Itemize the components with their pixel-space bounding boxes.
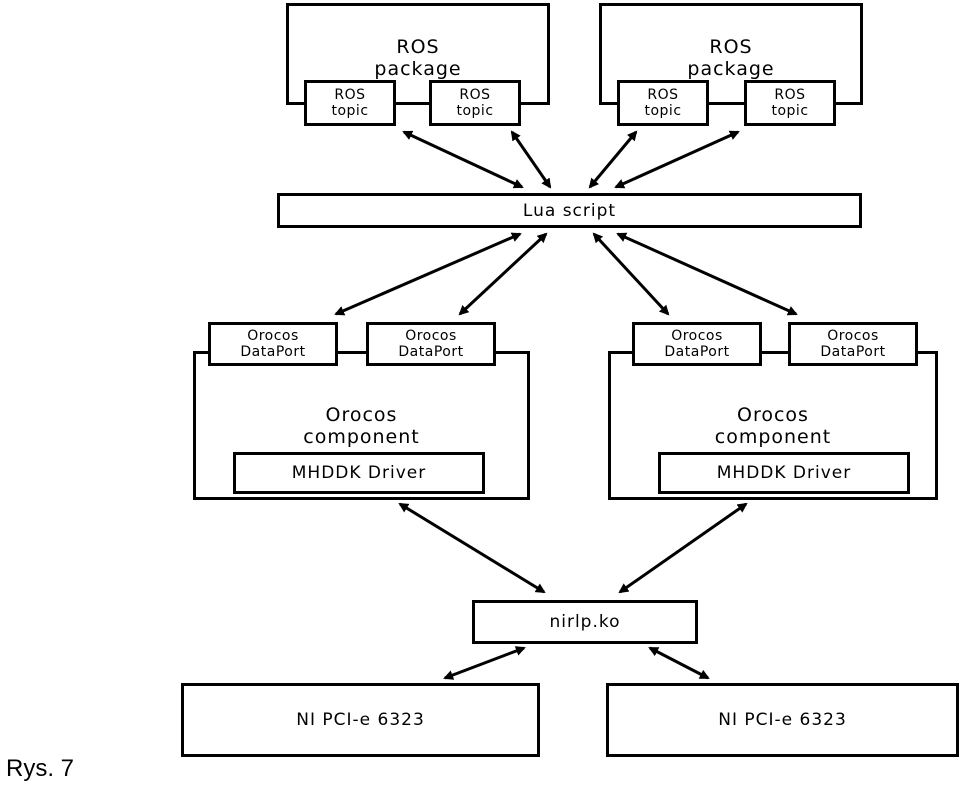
orocos-dataport-2a: Orocos DataPort: [632, 322, 762, 366]
figure-caption: Rys. 7: [6, 755, 75, 782]
ros-topic-1a: ROS topic: [304, 80, 396, 126]
ros-package-2-title: ROS package: [687, 36, 775, 80]
arrow-lua-port-2a: [592, 232, 670, 316]
ros-topic-2b: ROS topic: [744, 80, 836, 126]
orocos-component-1-title: Orocos component: [303, 404, 420, 448]
ros-package-2: ROS package: [599, 3, 863, 105]
lua-script-box: Lua script: [277, 193, 862, 228]
orocos-dataport-1a: Orocos DataPort: [208, 322, 338, 366]
arrow-driver-1-kernel: [398, 502, 546, 594]
orocos-dataport-2b: Orocos DataPort: [788, 322, 918, 366]
orocos-component-2-title: Orocos component: [714, 404, 832, 448]
arrow-topic-2a-lua: [588, 130, 638, 189]
ni-device-1: NI PCI-e 6323: [181, 683, 540, 757]
ros-package-1-title: ROS package: [374, 36, 462, 80]
arrow-topic-2b-lua: [614, 130, 740, 189]
arrow-lua-port-1a: [334, 232, 522, 316]
arrow-lua-port-1b: [458, 232, 548, 316]
arrow-kernel-device-2: [648, 646, 710, 680]
ni-device-2: NI PCI-e 6323: [606, 683, 959, 757]
arrow-topic-1a-lua: [402, 130, 524, 189]
arrow-kernel-device-1: [443, 646, 526, 680]
orocos-dataport-1b: Orocos DataPort: [366, 322, 496, 366]
arrow-topic-1b-lua: [510, 130, 552, 189]
mhddk-driver-2: MHDDK Driver: [658, 452, 910, 494]
mhddk-driver-1: MHDDK Driver: [233, 452, 485, 494]
arrow-lua-port-2b: [616, 232, 798, 316]
kernel-module-box: nirlp.ko: [472, 600, 698, 644]
ros-topic-1b: ROS topic: [429, 80, 521, 126]
ros-topic-2a: ROS topic: [617, 80, 709, 126]
arrow-driver-2-kernel: [618, 502, 748, 594]
